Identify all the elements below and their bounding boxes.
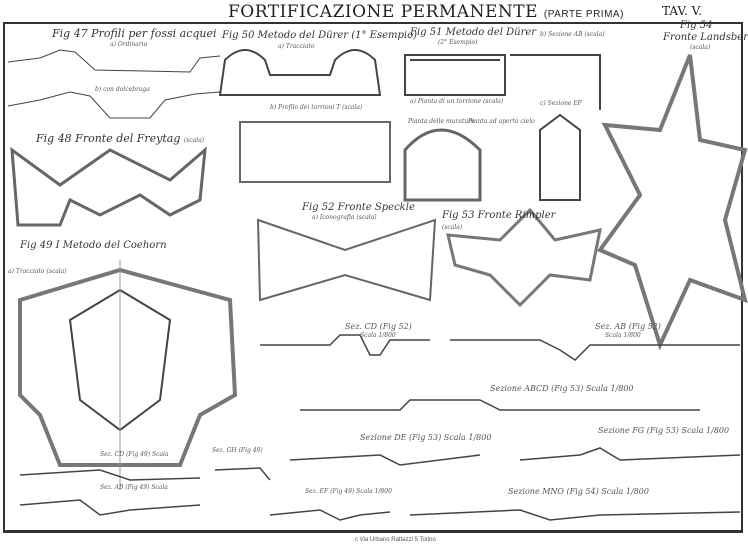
fig47-profile-b [7,91,221,119]
section-ef49-label: Sez. EF (Fig 49) Scala 1/800 [305,488,392,495]
fig54-title: Fig 54 [680,20,713,31]
fig48-front [10,146,207,227]
section-de53 [289,454,481,466]
fig54-scale: (scala) [690,44,711,51]
section-mno54 [409,509,741,521]
fig50-tracciato [218,49,382,96]
fig48-scale: (scala) [183,137,205,144]
fig51-p1: Pianta delle murature [408,118,475,125]
fig47-profile-a [7,49,221,73]
fig51-tower [403,128,482,202]
fig52-front [256,218,437,302]
section-cd52 [260,334,430,356]
plate-frame [3,22,743,533]
plate-number: TAV. V. [662,4,702,18]
section-cd49 [19,469,201,481]
fig49-a: a) Tracciato (scala) [8,268,67,275]
fig53-name: Fig 53 Fronte Rimpler [442,210,556,221]
fig51-example: (2° Esempio) [438,39,478,46]
fig47-b: b) con dolcebraga [95,86,150,93]
section-ab52-label: Sez. AB (Fig 52) [595,322,661,331]
title-text: FORTIFICAZIONE PERMANENTE [228,2,538,22]
fig52-title: Fig 52 Fronte Speckle [302,202,415,213]
section-gh49-label: Sez. GH (Fig 49) [212,447,263,454]
fig53-scale: (scala) [442,224,463,231]
section-de53-label: Sezione DE (Fig 53) Scala 1/800 [360,433,492,442]
subtitle: (PARTE PRIMA) [543,9,624,20]
fig53-front [446,207,602,308]
fig50-b: b) Profilo dei torrioni T (scala) [270,104,363,111]
fig51-title: Fig 51 Metodo del Dürer [410,27,537,38]
fig53-title: Fig 53 Fronte Rimpler (scala) [442,210,555,232]
fig54-star [596,54,748,351]
fig51-a: a) Pianta di un torrione (scala) [410,98,504,105]
fig51-p2: Pianta ad aperto cielo [468,118,535,125]
section-cd49-label: Sez. CD (Fig 49) Scala [100,451,169,458]
fig49-title: Fig 49 I Metodo del Coehorn [20,240,167,251]
section-cd52-scale: Scala 1/800 [360,332,396,339]
section-fg53 [519,447,741,461]
section-ab52 [450,339,740,361]
fig51-b: b) Sezione AB (scala) [540,31,605,38]
fig51-section-ef [539,113,581,201]
publisher-footer: c Via Urbano Rattazzi 5 Torino [355,537,436,543]
fig51-section-ab [510,54,601,110]
fig51-plan [404,54,506,96]
fig50-a: a) Tracciato [278,43,315,50]
section-abcd53-label: Sezione ABCD (Fig 53) Scala 1/800 [490,384,634,393]
fig50-tower-profile [239,121,391,183]
section-fg53-label: Sezione FG (Fig 53) Scala 1/800 [598,426,730,435]
fig51-c: c) Sezione EF [540,100,582,107]
fig47-title: Fig 47 Profili per fossi acquei [52,27,217,40]
section-abcd53 [300,399,700,411]
plate-title: FORTIFICAZIONE PERMANENTE (PARTE PRIMA) [228,2,624,22]
section-ab49-label: Sez. AB (Fig 49) Scala [100,484,168,491]
section-mno54-label: Sezione MNO (Fig 54) Scala 1/800 [508,487,649,496]
section-ef49 [269,509,391,521]
section-ab49 [19,499,201,516]
fig48-title: Fig 48 Fronte del Freytag (scala) [36,132,204,145]
fig54-name: Fronte Landsberg [663,32,748,43]
section-cd52-label: Sez. CD (Fig 52) [345,322,412,331]
fig50-title: Fig 50 Metodo del Dürer (1° Esempio) [222,30,418,41]
fig49-tracciato [18,267,238,467]
section-ab52-scale: Scala 1/800 [605,332,641,339]
fig47-a: a) Ordinario [110,41,148,48]
fig48-name: Fig 48 Fronte del Freytag [36,132,181,145]
fig52-a: a) Iconografia (scala) [312,214,377,221]
section-gh49 [214,467,271,481]
